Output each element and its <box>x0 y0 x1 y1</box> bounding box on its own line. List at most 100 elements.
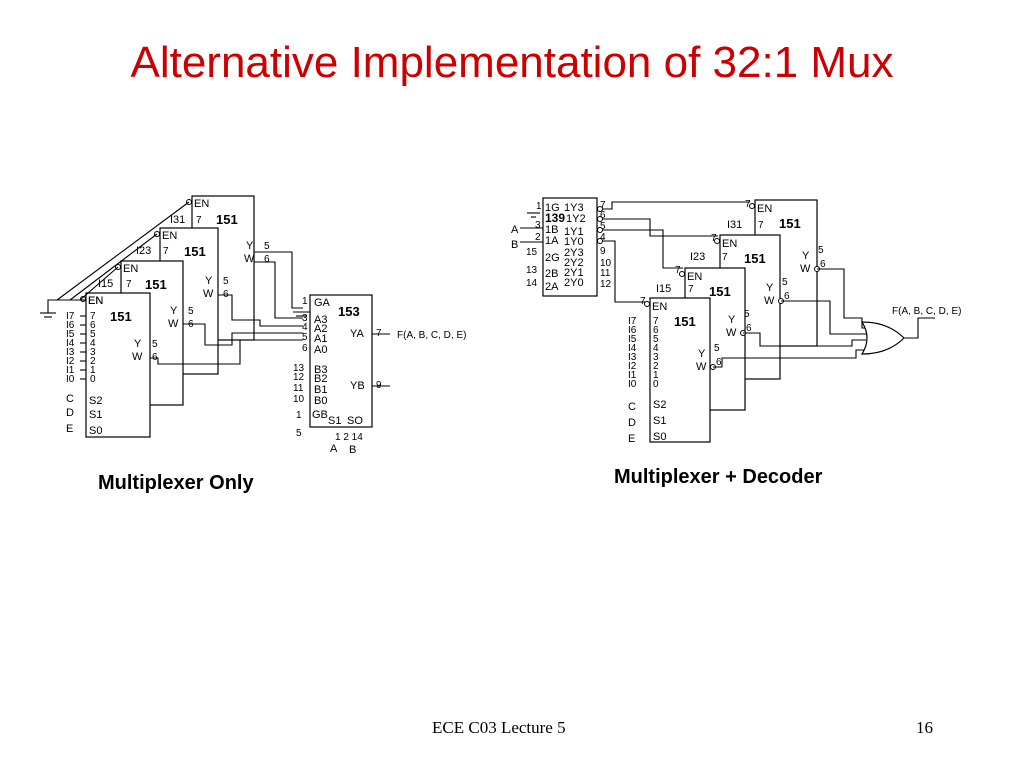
pin-number: 7 <box>711 233 717 244</box>
pin-number: 5 <box>653 334 659 345</box>
caption-multiplexer-only: Multiplexer Only <box>98 472 254 494</box>
pin-number: 3 <box>535 220 541 231</box>
pin-number: 6 <box>784 291 790 302</box>
pin-number: 12 <box>293 372 305 383</box>
chip-label-153: 153 <box>338 304 360 319</box>
pin-number: 2 <box>653 361 659 372</box>
pin-label: A2 <box>314 323 327 335</box>
pin-label: 1B <box>545 224 558 236</box>
enable-label: EN <box>123 263 138 275</box>
select-input-label: A <box>511 224 519 236</box>
output-y-label: Y <box>802 250 810 262</box>
pin-label: 2G <box>545 252 560 264</box>
enable-wire <box>603 229 683 269</box>
pin-number: 6 <box>264 254 270 265</box>
pin-number: 11 <box>600 268 611 279</box>
pin-label: A3 <box>314 314 327 326</box>
pin-number: 0 <box>90 374 96 385</box>
pin-number: 14 <box>526 278 538 289</box>
output-w-label: W <box>244 253 255 265</box>
inversion-bubble <box>597 227 603 233</box>
chip-label-151: 151 <box>145 277 167 292</box>
pin-number: 6 <box>600 210 606 221</box>
pin-number: 5 <box>264 241 270 252</box>
input-label: I0 <box>628 379 637 390</box>
input-label: I5 <box>66 329 75 340</box>
select-input-label: C <box>66 393 74 405</box>
input-label: I7 <box>628 316 637 327</box>
wire <box>254 251 303 309</box>
chip-label-151: 151 <box>216 212 238 227</box>
pin-number: 5 <box>782 277 788 288</box>
chip-label-151: 151 <box>184 244 206 259</box>
pin-number: 12 <box>600 279 612 290</box>
pin-label: YB <box>350 380 365 392</box>
pin-number: 5 <box>188 306 194 317</box>
pin-number: 1 <box>302 296 308 307</box>
pin-number: 3 <box>302 313 308 324</box>
output-y-label: Y <box>170 305 178 317</box>
pin-label: 1Y0 <box>564 236 584 248</box>
pin-number: 4 <box>653 343 659 354</box>
output-y-label: Y <box>766 282 774 294</box>
enable-label: EN <box>162 230 177 242</box>
output-w-label: W <box>800 263 811 275</box>
chip-label-139: 139 <box>545 211 565 225</box>
pin-label: YA <box>350 328 365 340</box>
select-pin-label: S0 <box>89 425 102 437</box>
pin-number: 5 <box>600 221 606 232</box>
output-y-label: Y <box>246 240 254 252</box>
input-label: I1 <box>628 370 637 381</box>
select-pin-label: S2 <box>89 395 102 407</box>
input-label-i23: I23 <box>690 251 705 263</box>
output-y-label: Y <box>728 314 736 326</box>
pin-number: 6 <box>302 343 308 354</box>
input-label: I0 <box>66 374 75 385</box>
output-y-label: Y <box>205 275 213 287</box>
pin-number: 5 <box>223 276 229 287</box>
inversion-bubble <box>597 238 603 244</box>
enable-label: EN <box>687 271 702 283</box>
input-label: I4 <box>66 338 75 349</box>
enable-label: EN <box>194 198 209 210</box>
input-label-i31: I31 <box>170 214 185 226</box>
enable-wire <box>69 233 158 301</box>
pin-number: 7 <box>196 215 202 226</box>
pin-number: 5 <box>90 329 96 340</box>
select-pin-label: S0 <box>653 431 666 443</box>
or-gate <box>860 321 905 355</box>
pin-number: 13 <box>293 363 305 374</box>
select-pin-label: S1 <box>89 409 102 421</box>
pin-number: 6 <box>90 320 96 331</box>
chip-label-151: 151 <box>110 309 132 324</box>
output-w-label: W <box>696 361 707 373</box>
inversion-bubble <box>749 203 755 209</box>
input-label-i31: I31 <box>727 219 742 231</box>
output-y-label: Y <box>134 338 142 350</box>
pin-number: 7 <box>126 279 132 290</box>
input-label: I5 <box>628 334 637 345</box>
pin-label: 2A <box>545 281 559 293</box>
pin-number: 1 <box>90 365 96 376</box>
wire <box>150 339 303 365</box>
input-label: I6 <box>628 325 637 336</box>
enable-label: EN <box>757 203 772 215</box>
mux-151-chip <box>85 292 151 438</box>
select-input-label: A <box>330 443 338 455</box>
pin-number: 6 <box>716 357 722 368</box>
pin-label: 1G <box>545 202 560 214</box>
output-function-label: F(A, B, C, D, E) <box>397 330 466 341</box>
output-function-label: F(A, B, C, D, E) <box>892 306 961 317</box>
input-label: I2 <box>66 356 75 367</box>
pin-number: 10 <box>293 394 305 405</box>
pin-number: 7 <box>653 316 659 327</box>
inversion-bubble <box>679 271 685 277</box>
output-w-label: W <box>726 327 737 339</box>
pin-number: 1 <box>653 370 659 381</box>
pin-number: 0 <box>653 379 659 390</box>
enable-wire <box>603 218 718 237</box>
pin-number: 5 <box>744 309 750 320</box>
wire <box>713 349 864 368</box>
pin-number: 5 <box>714 343 720 354</box>
